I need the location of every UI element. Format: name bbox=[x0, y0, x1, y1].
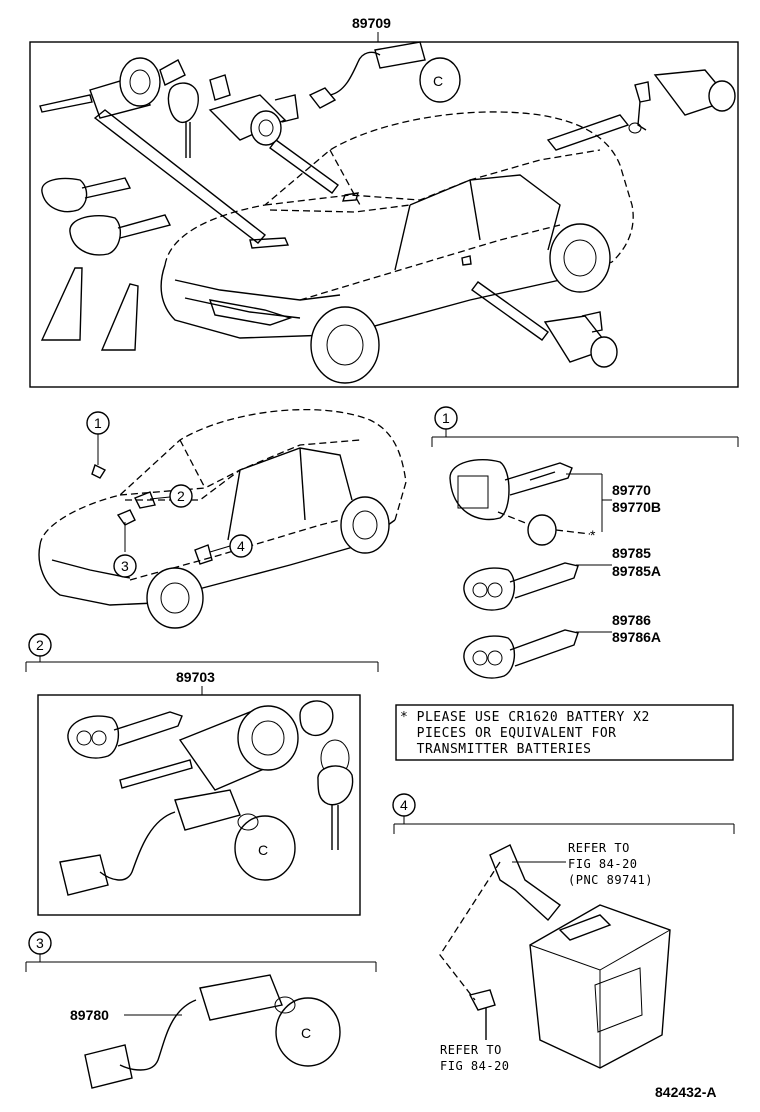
section-3: 3 89780 C bbox=[25, 931, 377, 1089]
section-4-label: 4 bbox=[400, 797, 408, 813]
refer-upper-line-1: REFER TO bbox=[568, 841, 630, 855]
callout-3: 3 bbox=[113, 554, 137, 578]
key-section-2 bbox=[67, 711, 183, 759]
location-car: 1 2 3 4 bbox=[38, 408, 407, 629]
refer-lower-line-1: REFER TO bbox=[440, 1043, 502, 1057]
battery bbox=[527, 514, 557, 546]
keys-top-left bbox=[41, 177, 172, 256]
section-2-part-number: 89703 bbox=[176, 669, 215, 685]
ignition-cylinder-top bbox=[39, 57, 186, 119]
transponder-amplifier bbox=[489, 844, 671, 1069]
transmitter-key bbox=[449, 459, 573, 521]
section-3-part-number: 89780 bbox=[70, 1007, 109, 1023]
section-1: 1 * 89770 89770B 89785 89785A bbox=[431, 406, 739, 679]
note-line-3: TRANSMITTER BATTERIES bbox=[400, 742, 592, 757]
section-2-label: 2 bbox=[36, 637, 44, 653]
section-2: 2 89703 bbox=[25, 633, 379, 916]
refer-upper-line-2: FIG 84-20 bbox=[568, 857, 638, 871]
top-assembly-frame bbox=[29, 41, 739, 388]
coil-label-section-2: C bbox=[258, 842, 268, 858]
note-line-1: * PLEASE USE CR1620 BATTERY X2 bbox=[400, 710, 650, 725]
sub-key bbox=[463, 629, 579, 679]
refer-upper-line-3: (PNC 89741) bbox=[568, 873, 653, 887]
top-assembly: 89709 bbox=[29, 15, 739, 388]
transmitter-key-part-1: 89770 bbox=[612, 482, 651, 498]
battery-note: * PLEASE USE CR1620 BATTERY X2 PIECES OR… bbox=[395, 704, 734, 761]
coil-label-section-3: C bbox=[301, 1025, 311, 1041]
master-key-part-1: 89785 bbox=[612, 545, 651, 561]
callout-2: 2 bbox=[169, 484, 193, 508]
note-line-2: PIECES OR EQUIVALENT FOR bbox=[400, 726, 617, 741]
section-3-label: 3 bbox=[36, 935, 44, 951]
coil-label-top: C bbox=[433, 73, 443, 89]
door-lock-cylinder-top bbox=[208, 74, 299, 146]
top-assembly-part-number: 89709 bbox=[352, 15, 391, 31]
screw bbox=[468, 989, 496, 1040]
sub-key-part-2: 89786A bbox=[612, 629, 661, 645]
svg-text:1: 1 bbox=[94, 415, 102, 431]
key-top-center bbox=[167, 82, 199, 158]
shim-left bbox=[40, 267, 83, 341]
refer-lower-line-2: FIG 84-20 bbox=[440, 1059, 510, 1073]
section-1-label: 1 bbox=[442, 410, 450, 426]
callout-1: 1 bbox=[86, 411, 110, 435]
svg-text:4: 4 bbox=[237, 538, 245, 554]
svg-text:2: 2 bbox=[177, 488, 185, 504]
section-4: 4 REFER TO FIG 84-20 (PNC 89741) REFER T… bbox=[392, 793, 735, 1073]
battery-marker: * bbox=[590, 527, 596, 543]
svg-text:3: 3 bbox=[121, 558, 129, 574]
switch-section-3: C bbox=[84, 974, 341, 1089]
car-illustration-top bbox=[160, 111, 634, 384]
unlock-warning-switch-top: C bbox=[308, 41, 461, 109]
transmitter-key-part-2: 89770B bbox=[612, 499, 661, 515]
callout-4: 4 bbox=[229, 534, 253, 558]
door-lock-cylinder-bottom bbox=[543, 311, 618, 368]
switch-section-2: C bbox=[59, 789, 296, 896]
shim-right bbox=[100, 283, 139, 351]
door-lock-cylinder-right bbox=[628, 69, 736, 134]
ignition-cylinder-section-2 bbox=[119, 700, 354, 850]
sub-key-part-1: 89786 bbox=[612, 612, 651, 628]
master-key-part-2: 89785A bbox=[612, 563, 661, 579]
drawing-id: 842432-A bbox=[655, 1084, 717, 1100]
master-key bbox=[463, 562, 579, 611]
